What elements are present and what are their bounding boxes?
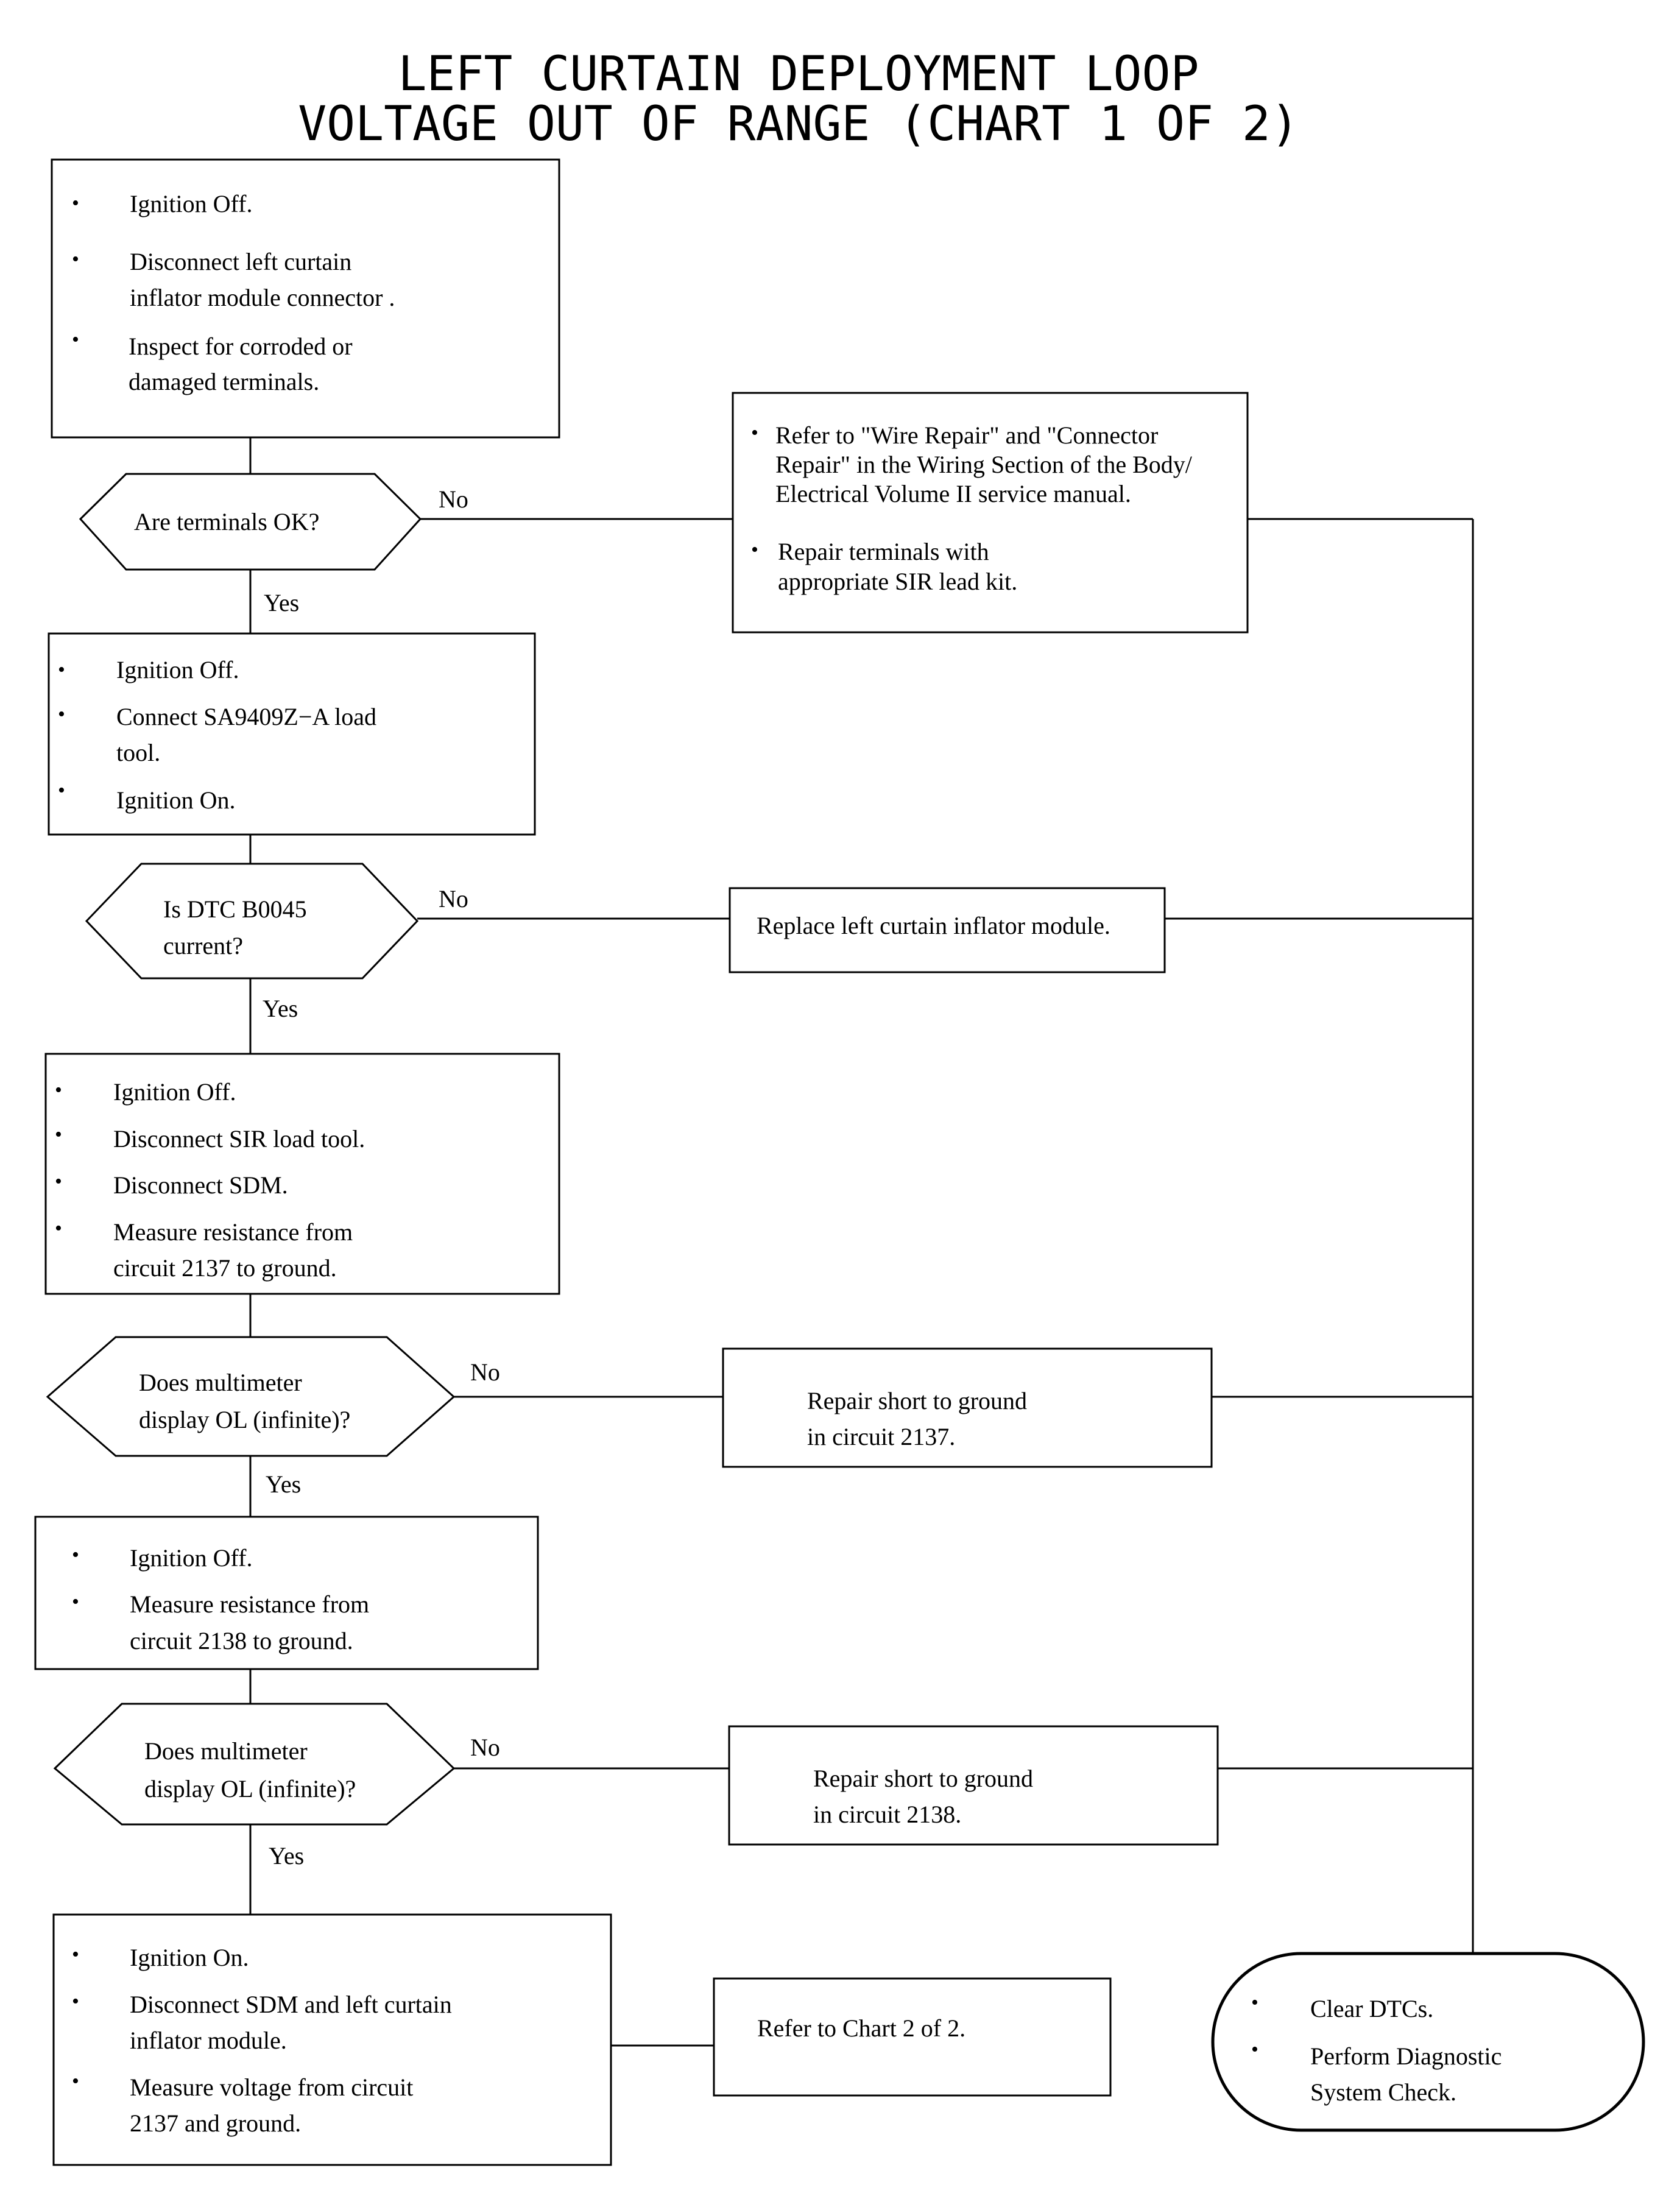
decision-dtc-current [85, 863, 419, 980]
yes-label: Yes [264, 589, 299, 616]
step1-item2-line1: Disconnect left curtain [130, 248, 351, 275]
decision-multimeter-2138-line1: Does multimeter [144, 1737, 308, 1765]
bullet: • [1251, 2038, 1258, 2061]
bullet: • [72, 2070, 79, 2092]
decision-multimeter-2137 [46, 1336, 456, 1457]
refer-chart2-text: Refer to Chart 2 of 2. [757, 2014, 965, 2042]
step3-box [44, 1053, 560, 1295]
step3-item4-line1: Measure resistance from [113, 1218, 353, 1246]
step2-text: • Ignition Off. • Connect SA9409Z−A load… [58, 656, 376, 814]
yes-label: Yes [269, 1842, 304, 1869]
step4-text: • Ignition Off. • Measure resistance fro… [72, 1544, 369, 1654]
no-label: No [439, 485, 468, 513]
repair-terminals-box [732, 392, 1249, 634]
bullet: • [751, 538, 758, 561]
refer-chart2-box [713, 1977, 1112, 2097]
bullet: • [58, 779, 65, 802]
step4-item1: Ignition Off. [130, 1544, 252, 1572]
repair-short-2138-line1: Repair short to ground [813, 1765, 1033, 1792]
final-terminal-text: • Clear DTCs. • Perform Diagnostic Syste… [1251, 1991, 1502, 2106]
final-terminal-box [1211, 1952, 1645, 2132]
repair-short-2138-line2: in circuit 2138. [813, 1801, 961, 1828]
bullet: • [751, 422, 758, 444]
step1-item3-line1: Inspect for corroded or [129, 333, 353, 360]
final-item2-line2: System Check. [1310, 2078, 1456, 2106]
final-item2-line1: Perform Diagnostic [1310, 2042, 1502, 2070]
repair-terminals-item1-line1: Refer to "Wire Repair" and "Connector [775, 422, 1158, 449]
repair-terminals-text: • Refer to "Wire Repair" and "Connector … [751, 422, 1193, 595]
decision-dtc-current-line1: Is DTC B0045 [163, 895, 307, 923]
step1-item3-line2: damaged terminals. [129, 368, 319, 395]
repair-terminals-item2-line2: appropriate SIR lead kit. [778, 568, 1017, 595]
bullet: • [55, 1123, 62, 1146]
yes-label: Yes [263, 995, 298, 1022]
decision-terminals-ok-text: Are terminals OK? [134, 508, 319, 535]
step2-box [48, 632, 536, 836]
connector-lines [249, 437, 1474, 2047]
bullet: • [55, 1217, 62, 1240]
step5-item3-line1: Measure voltage from circuit [130, 2074, 413, 2101]
repair-short-2138-box [728, 1725, 1219, 1846]
bullet: • [72, 328, 79, 351]
final-item1: Clear DTCs. [1310, 1995, 1433, 2022]
step1-text: • Ignition Off. • Disconnect left curtai… [72, 190, 395, 395]
step4-box [34, 1516, 539, 1670]
step4-item2-line2: circuit 2138 to ground. [130, 1627, 353, 1654]
step1-box [51, 158, 560, 439]
repair-short-2137-box [722, 1347, 1213, 1468]
repair-terminals-item2-line1: Repair terminals with [778, 538, 989, 565]
step3-item2: Disconnect SIR load tool. [113, 1125, 365, 1153]
bullet: • [72, 248, 79, 270]
step3-item3: Disconnect SDM. [113, 1171, 288, 1199]
repair-terminals-item1-line3: Electrical Volume II service manual. [775, 480, 1131, 507]
step2-item2-line1: Connect SA9409Z−A load [116, 703, 376, 730]
step4-item2-line1: Measure resistance from [130, 1590, 369, 1618]
step3-text: • Ignition Off. • Disconnect SIR load to… [55, 1078, 365, 1282]
decision-multimeter-2138 [53, 1703, 456, 1826]
chart-title-line-1: LEFT CURTAIN DEPLOYMENT LOOP [398, 47, 1199, 102]
step5-item1: Ignition On. [130, 1944, 249, 1971]
repair-terminals-item1-line2: Repair" in the Wiring Section of the Bod… [775, 451, 1193, 478]
step5-item2-line2: inflator module. [130, 2027, 287, 2054]
step3-item4-line2: circuit 2137 to ground. [113, 1254, 337, 1282]
bullet: • [58, 703, 65, 725]
step5-box [52, 1913, 612, 2166]
bullet: • [72, 1590, 79, 1613]
replace-module-box [729, 887, 1166, 973]
step1-item2-line2: inflator module connector . [130, 284, 395, 311]
yes-label: Yes [266, 1470, 301, 1498]
decision-dtc-current-line2: current? [163, 932, 243, 959]
bullet: • [72, 1943, 79, 1966]
no-label: No [470, 1358, 500, 1386]
step2-item1: Ignition Off. [116, 656, 239, 683]
repair-short-2137-line2: in circuit 2137. [807, 1423, 955, 1450]
replace-module-text: Replace left curtain inflator module. [757, 912, 1110, 939]
step5-item2-line1: Disconnect SDM and left curtain [130, 1991, 452, 2018]
bullet: • [55, 1079, 62, 1101]
bullet: • [58, 658, 65, 681]
chart-title-line-2: VOLTAGE OUT OF RANGE (CHART 1 OF 2) [298, 97, 1299, 152]
step5-text: • Ignition On. • Disconnect SDM and left… [72, 1943, 452, 2137]
decision-multimeter-2138-line2: display OL (infinite)? [144, 1775, 356, 1802]
decision-terminals-ok [79, 473, 422, 571]
decision-multimeter-2137-line2: display OL (infinite)? [139, 1406, 350, 1433]
bullet: • [55, 1170, 62, 1193]
step2-item2-line2: tool. [116, 739, 160, 766]
step3-item1: Ignition Off. [113, 1078, 236, 1106]
step1-item1: Ignition Off. [130, 190, 252, 217]
bullet: • [72, 1544, 79, 1566]
no-label: No [470, 1734, 500, 1761]
repair-short-2137-line1: Repair short to ground [807, 1387, 1027, 1414]
no-label: No [439, 885, 468, 913]
bullet: • [1251, 1991, 1258, 2014]
step5-item3-line2: 2137 and ground. [130, 2109, 301, 2137]
decision-multimeter-2137-line1: Does multimeter [139, 1369, 302, 1396]
step2-item3: Ignition On. [116, 786, 236, 814]
bullet: • [72, 1990, 79, 2013]
bullet: • [72, 192, 79, 214]
